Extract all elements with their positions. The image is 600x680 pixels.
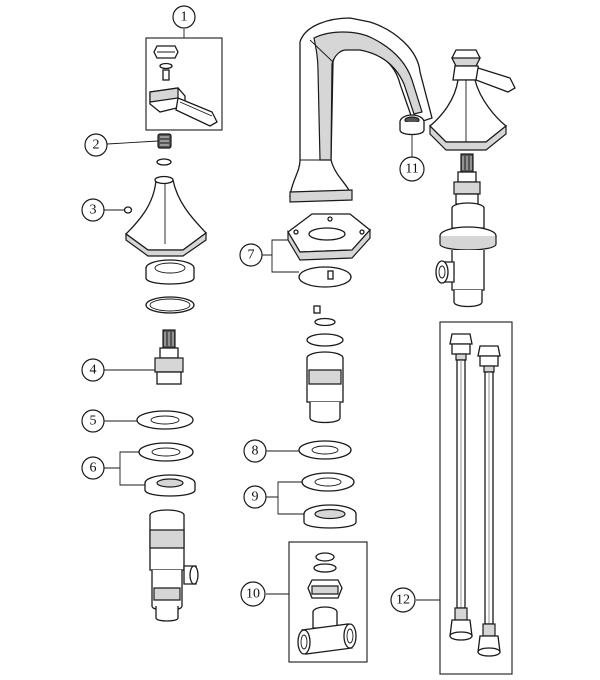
left-o-ring [145, 296, 195, 314]
ring-under-adapter [156, 158, 172, 166]
svg-text:10: 10 [246, 587, 260, 602]
part-11-ring [399, 114, 425, 136]
part-12-supply-hoses [449, 333, 501, 657]
svg-text:1: 1 [181, 10, 188, 25]
callout-1: 1 [172, 5, 196, 29]
part-6-washer-nut [138, 442, 196, 497]
svg-text:9: 9 [252, 490, 259, 505]
leader-lines [104, 29, 440, 601]
callout-4: 4 [81, 358, 105, 382]
spout-o-ring [306, 333, 344, 347]
spout-shank [306, 351, 344, 424]
part-10-box [288, 541, 368, 663]
callout-10: 10 [240, 581, 266, 607]
svg-text:11: 11 [405, 162, 418, 177]
spout-set-screw [313, 305, 321, 314]
svg-text:5: 5 [90, 414, 97, 429]
callout-12: 12 [390, 587, 416, 613]
right-valve-body [435, 202, 497, 308]
callout-6: 6 [81, 456, 105, 480]
right-valve-cartridge [453, 153, 481, 205]
part-3-set-screw [123, 206, 133, 214]
part-1-handle [149, 45, 218, 127]
left-valve-body [149, 509, 199, 622]
svg-text:3: 3 [90, 203, 97, 218]
part-7-spout-gasket [287, 213, 371, 288]
callout-11: 11 [399, 156, 425, 182]
svg-text:6: 6 [90, 461, 97, 476]
part-12-box [439, 321, 513, 675]
callout-7: 7 [239, 243, 263, 267]
svg-text:12: 12 [396, 593, 410, 608]
spout [289, 17, 433, 203]
callout-3: 3 [81, 198, 105, 222]
left-mount-nut [145, 259, 195, 285]
right-handle-assembly [429, 49, 516, 151]
part-10-tee-fitting [297, 552, 357, 655]
part-2-adapter [157, 133, 172, 149]
spout-small-ring [314, 317, 336, 327]
part-8-washer [298, 440, 352, 460]
part-5-washer [136, 410, 194, 430]
svg-text:4: 4 [90, 363, 97, 378]
callout-5: 5 [81, 409, 105, 433]
callout-8: 8 [243, 439, 267, 463]
part-4-valve-cartridge [154, 329, 184, 385]
svg-text:7: 7 [248, 248, 255, 263]
left-flange-escutcheon [125, 175, 207, 257]
callout-2: 2 [84, 133, 108, 157]
svg-text:8: 8 [252, 444, 259, 459]
callout-9: 9 [243, 485, 267, 509]
svg-text:2: 2 [93, 138, 100, 153]
part-9-washer-nut [301, 472, 357, 529]
